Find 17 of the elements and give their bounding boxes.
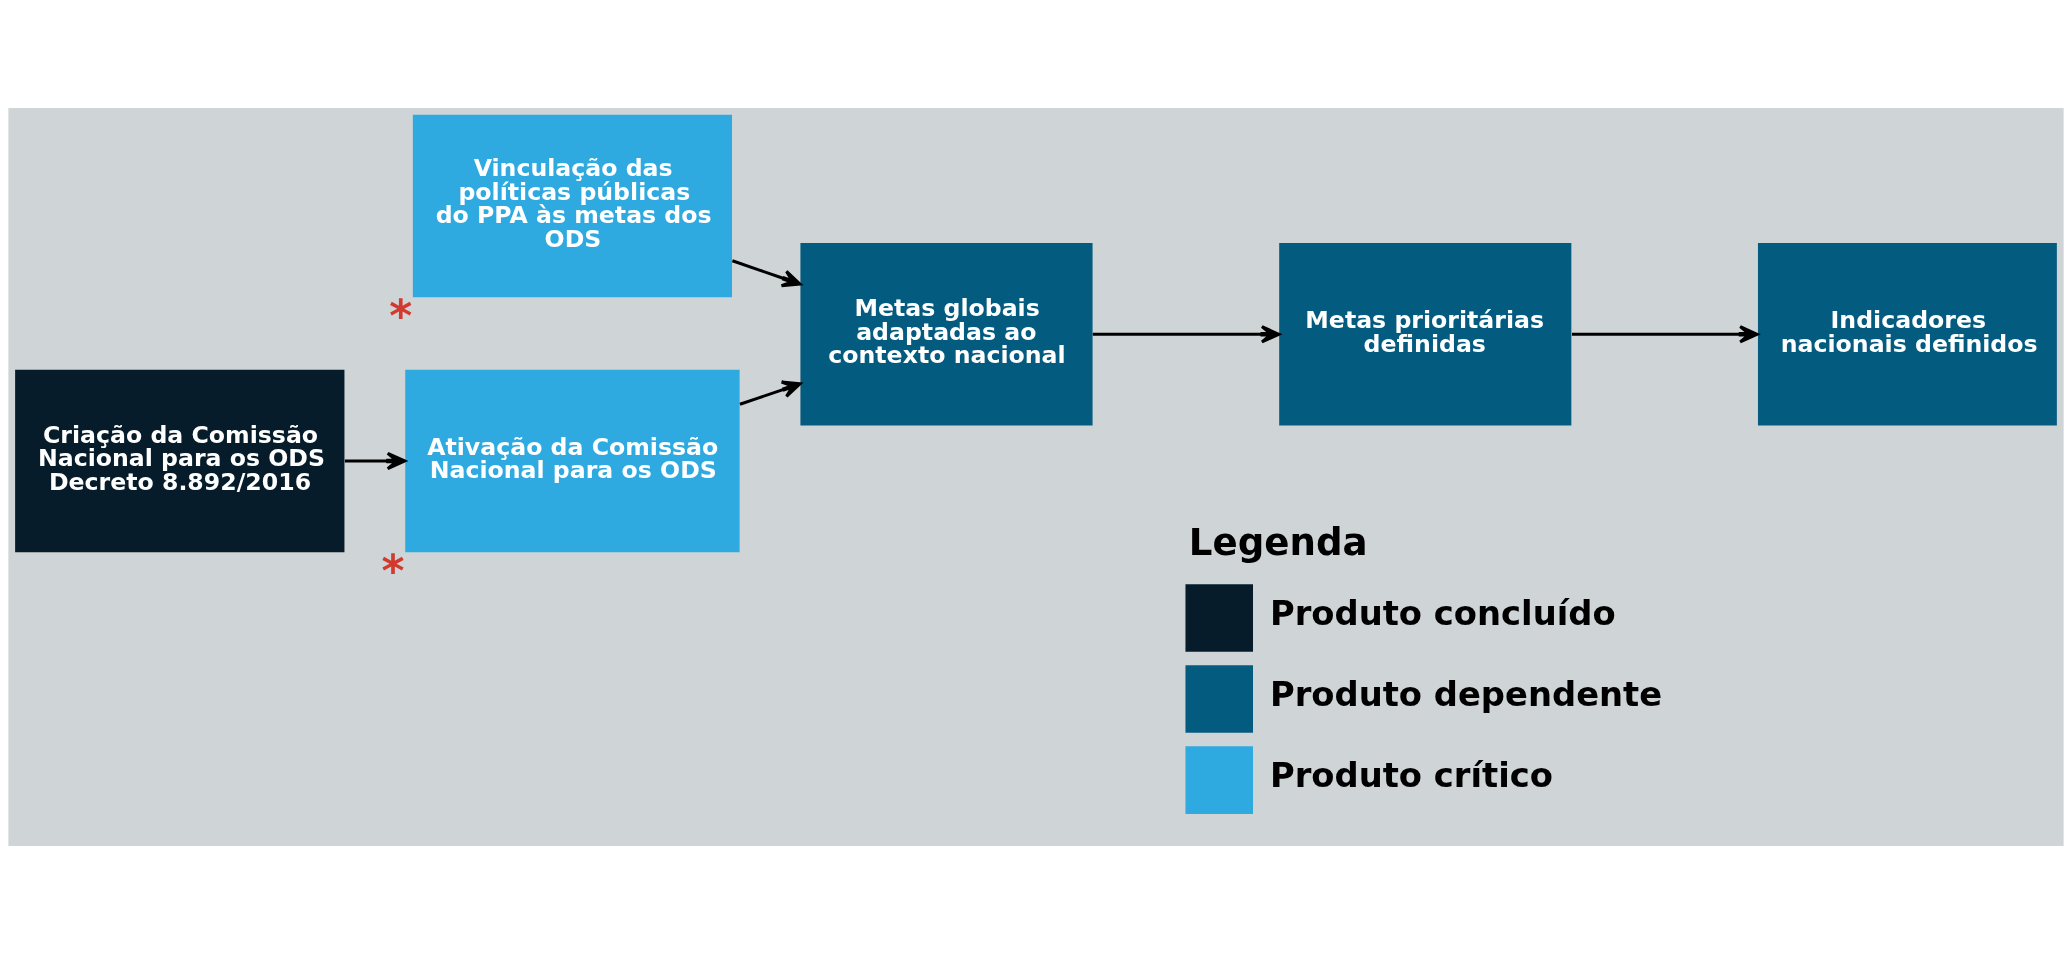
legend-label: Produto concluído bbox=[1269, 593, 1616, 633]
node-box: Metas prioritárias definidas bbox=[1279, 243, 1572, 426]
arrow bbox=[731, 259, 802, 288]
label: Legenda bbox=[1188, 520, 1368, 564]
node-label: * bbox=[389, 289, 413, 341]
legend-label: Produto crítico bbox=[1269, 755, 1553, 795]
arrow bbox=[739, 380, 802, 406]
arrow bbox=[1092, 325, 1281, 344]
node-box: Indicadores nacionais definidos bbox=[1757, 243, 2057, 426]
arrow bbox=[1571, 325, 1759, 344]
node-box: Metas globais adaptadas ao contexto nacional bbox=[800, 243, 1093, 426]
legend-label: Produto dependente bbox=[1269, 674, 1663, 714]
node-label: * bbox=[381, 544, 405, 596]
arrow bbox=[344, 451, 407, 471]
node-box: Vinculação das políticas públicas do PPA às metas dos ODS bbox=[412, 114, 732, 298]
node-box: Ativação da Comissão Nacional para os ODS bbox=[405, 369, 740, 553]
node-box: Criação da Comissão Nacional para os ODS Decreto 8.892/2016 bbox=[15, 369, 345, 553]
